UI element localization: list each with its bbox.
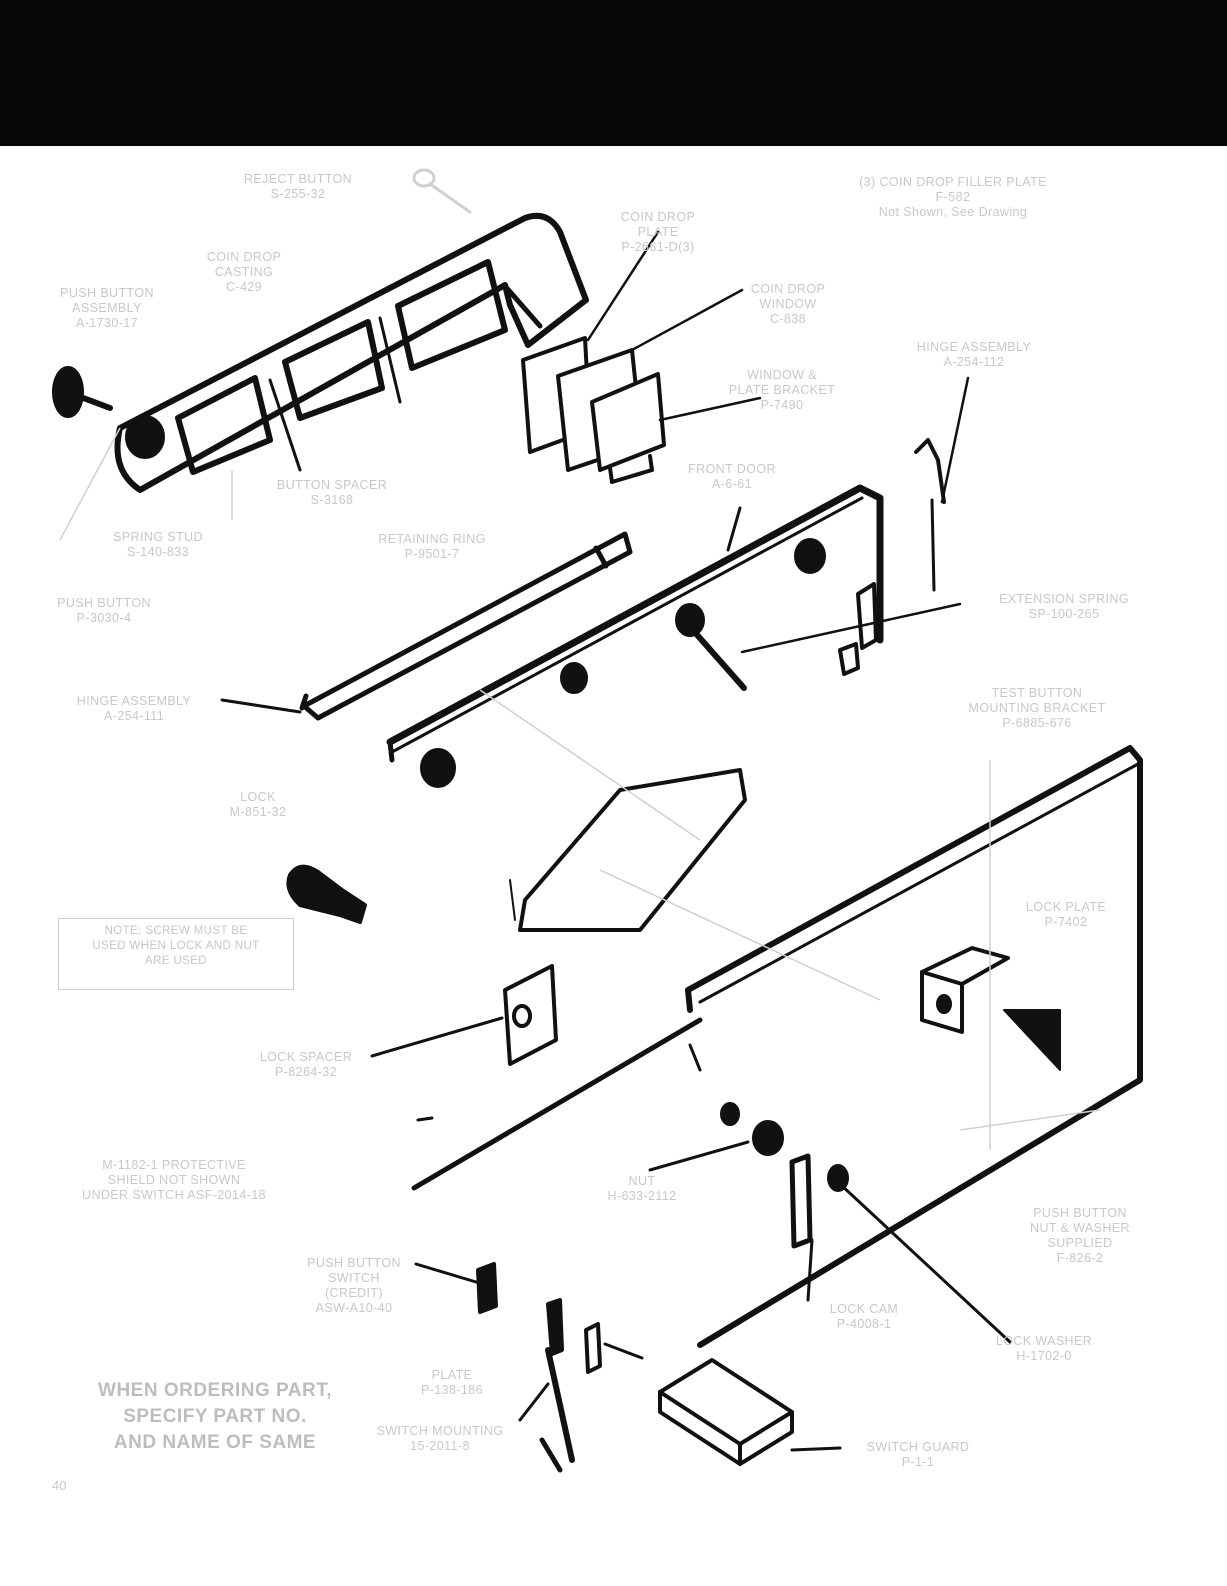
leader-switch-mounting [518, 1382, 550, 1422]
lock-spacer-part [503, 964, 558, 1066]
faint-axis-4 [959, 1109, 1101, 1131]
leader-coin-drop-plate [586, 230, 660, 342]
leader-lock-cam [806, 1238, 814, 1302]
header-band [0, 0, 1227, 146]
push-button-switch-part [476, 1262, 498, 1314]
extension-spring-part [681, 617, 747, 691]
lock-washer-small [720, 1102, 740, 1126]
coin-drop-left-boss [125, 415, 165, 459]
leader-switch-guard [790, 1446, 842, 1452]
leader-window-bracket [658, 396, 762, 422]
faint-axis-2 [599, 869, 881, 1001]
spring-bracket-part [838, 582, 878, 676]
leader-coin-drop-window [630, 288, 744, 352]
lock-plate-part [920, 946, 1010, 1034]
page-number: 40 [52, 1478, 67, 1493]
leader-lock-washer [838, 1182, 1012, 1344]
leader-hinge-right [940, 376, 970, 504]
leader-lock-spacer [370, 1016, 504, 1058]
front-door-part [386, 484, 884, 1191]
lock-plate-tab [1003, 1009, 1061, 1071]
switch-guard-part [658, 1358, 794, 1466]
leader-hinge-left [220, 698, 302, 714]
push-button-assembly-part [52, 366, 113, 418]
lock-washer-part [827, 1164, 849, 1192]
switch-mounting-part [539, 1298, 602, 1473]
coin-drop-casting-part [114, 212, 589, 493]
reject-button-part [412, 168, 472, 214]
lock-part [286, 864, 367, 924]
leader-push-button-switch [414, 1262, 478, 1284]
coin-drop-plate-part [521, 336, 666, 484]
lock-cam-part [789, 1153, 813, 1249]
lower-panel-step [688, 1043, 702, 1072]
nut-part [752, 1120, 784, 1156]
leader-extension-spring [740, 602, 962, 654]
faint-leader-1 [59, 427, 121, 541]
lower-panel-part [685, 745, 1143, 1348]
screw-part [603, 1342, 644, 1360]
leader-nut [648, 1140, 750, 1172]
hinge-assembly-right-part [914, 438, 946, 592]
hinge-assembly-left-part [299, 531, 633, 721]
ordering-note: WHEN ORDERING PART,SPECIFY PART NO.AND N… [98, 1380, 332, 1453]
faint-axis-1 [479, 689, 701, 841]
